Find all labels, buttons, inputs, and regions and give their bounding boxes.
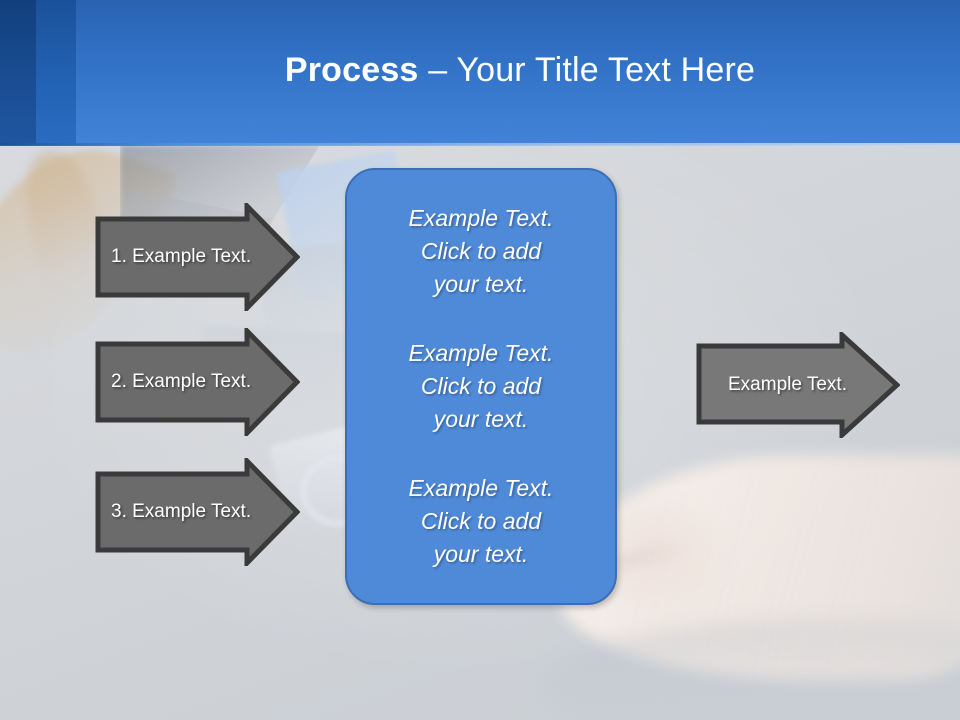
process-outcome-arrow-label: Example Text. — [728, 374, 847, 395]
slide-title: Process – Your Title Text Here — [120, 48, 920, 92]
title-accent-band-dark — [0, 0, 36, 145]
title-accent-band-mid — [36, 0, 76, 145]
center-panel-text-block-1: Example Text. Click to add your text. — [408, 205, 554, 297]
process-step-arrow-3-label: 3. Example Text. — [111, 501, 252, 522]
slide-title-strong: Process — [284, 51, 419, 89]
process-step-arrow-1[interactable]: 1. Example Text. — [95, 203, 300, 311]
arrow-right-icon — [95, 458, 300, 566]
center-panel-text-block-2: Example Text. Click to add your text. — [408, 340, 554, 432]
arrow-right-icon — [95, 203, 300, 311]
center-panel-text-block-3: Example Text. Click to add your text. — [408, 475, 554, 567]
process-step-arrow-2[interactable]: 2. Example Text. — [95, 328, 300, 436]
arrow-right-icon — [696, 332, 900, 438]
process-outcome-arrow[interactable]: Example Text. — [696, 332, 900, 438]
slide-title-rest: – Your Title Text Here — [418, 51, 756, 89]
slide-title-bar: Process – Your Title Text Here — [0, 0, 960, 145]
process-step-arrow-3[interactable]: 3. Example Text. — [95, 458, 300, 566]
process-step-arrow-2-label: 2. Example Text. — [111, 371, 252, 392]
title-bar-underline — [0, 143, 960, 146]
process-step-arrow-1-label: 1. Example Text. — [111, 246, 252, 267]
arrow-right-icon — [95, 328, 300, 436]
process-center-panel[interactable]: Example Text. Click to add your text. Ex… — [345, 168, 617, 605]
